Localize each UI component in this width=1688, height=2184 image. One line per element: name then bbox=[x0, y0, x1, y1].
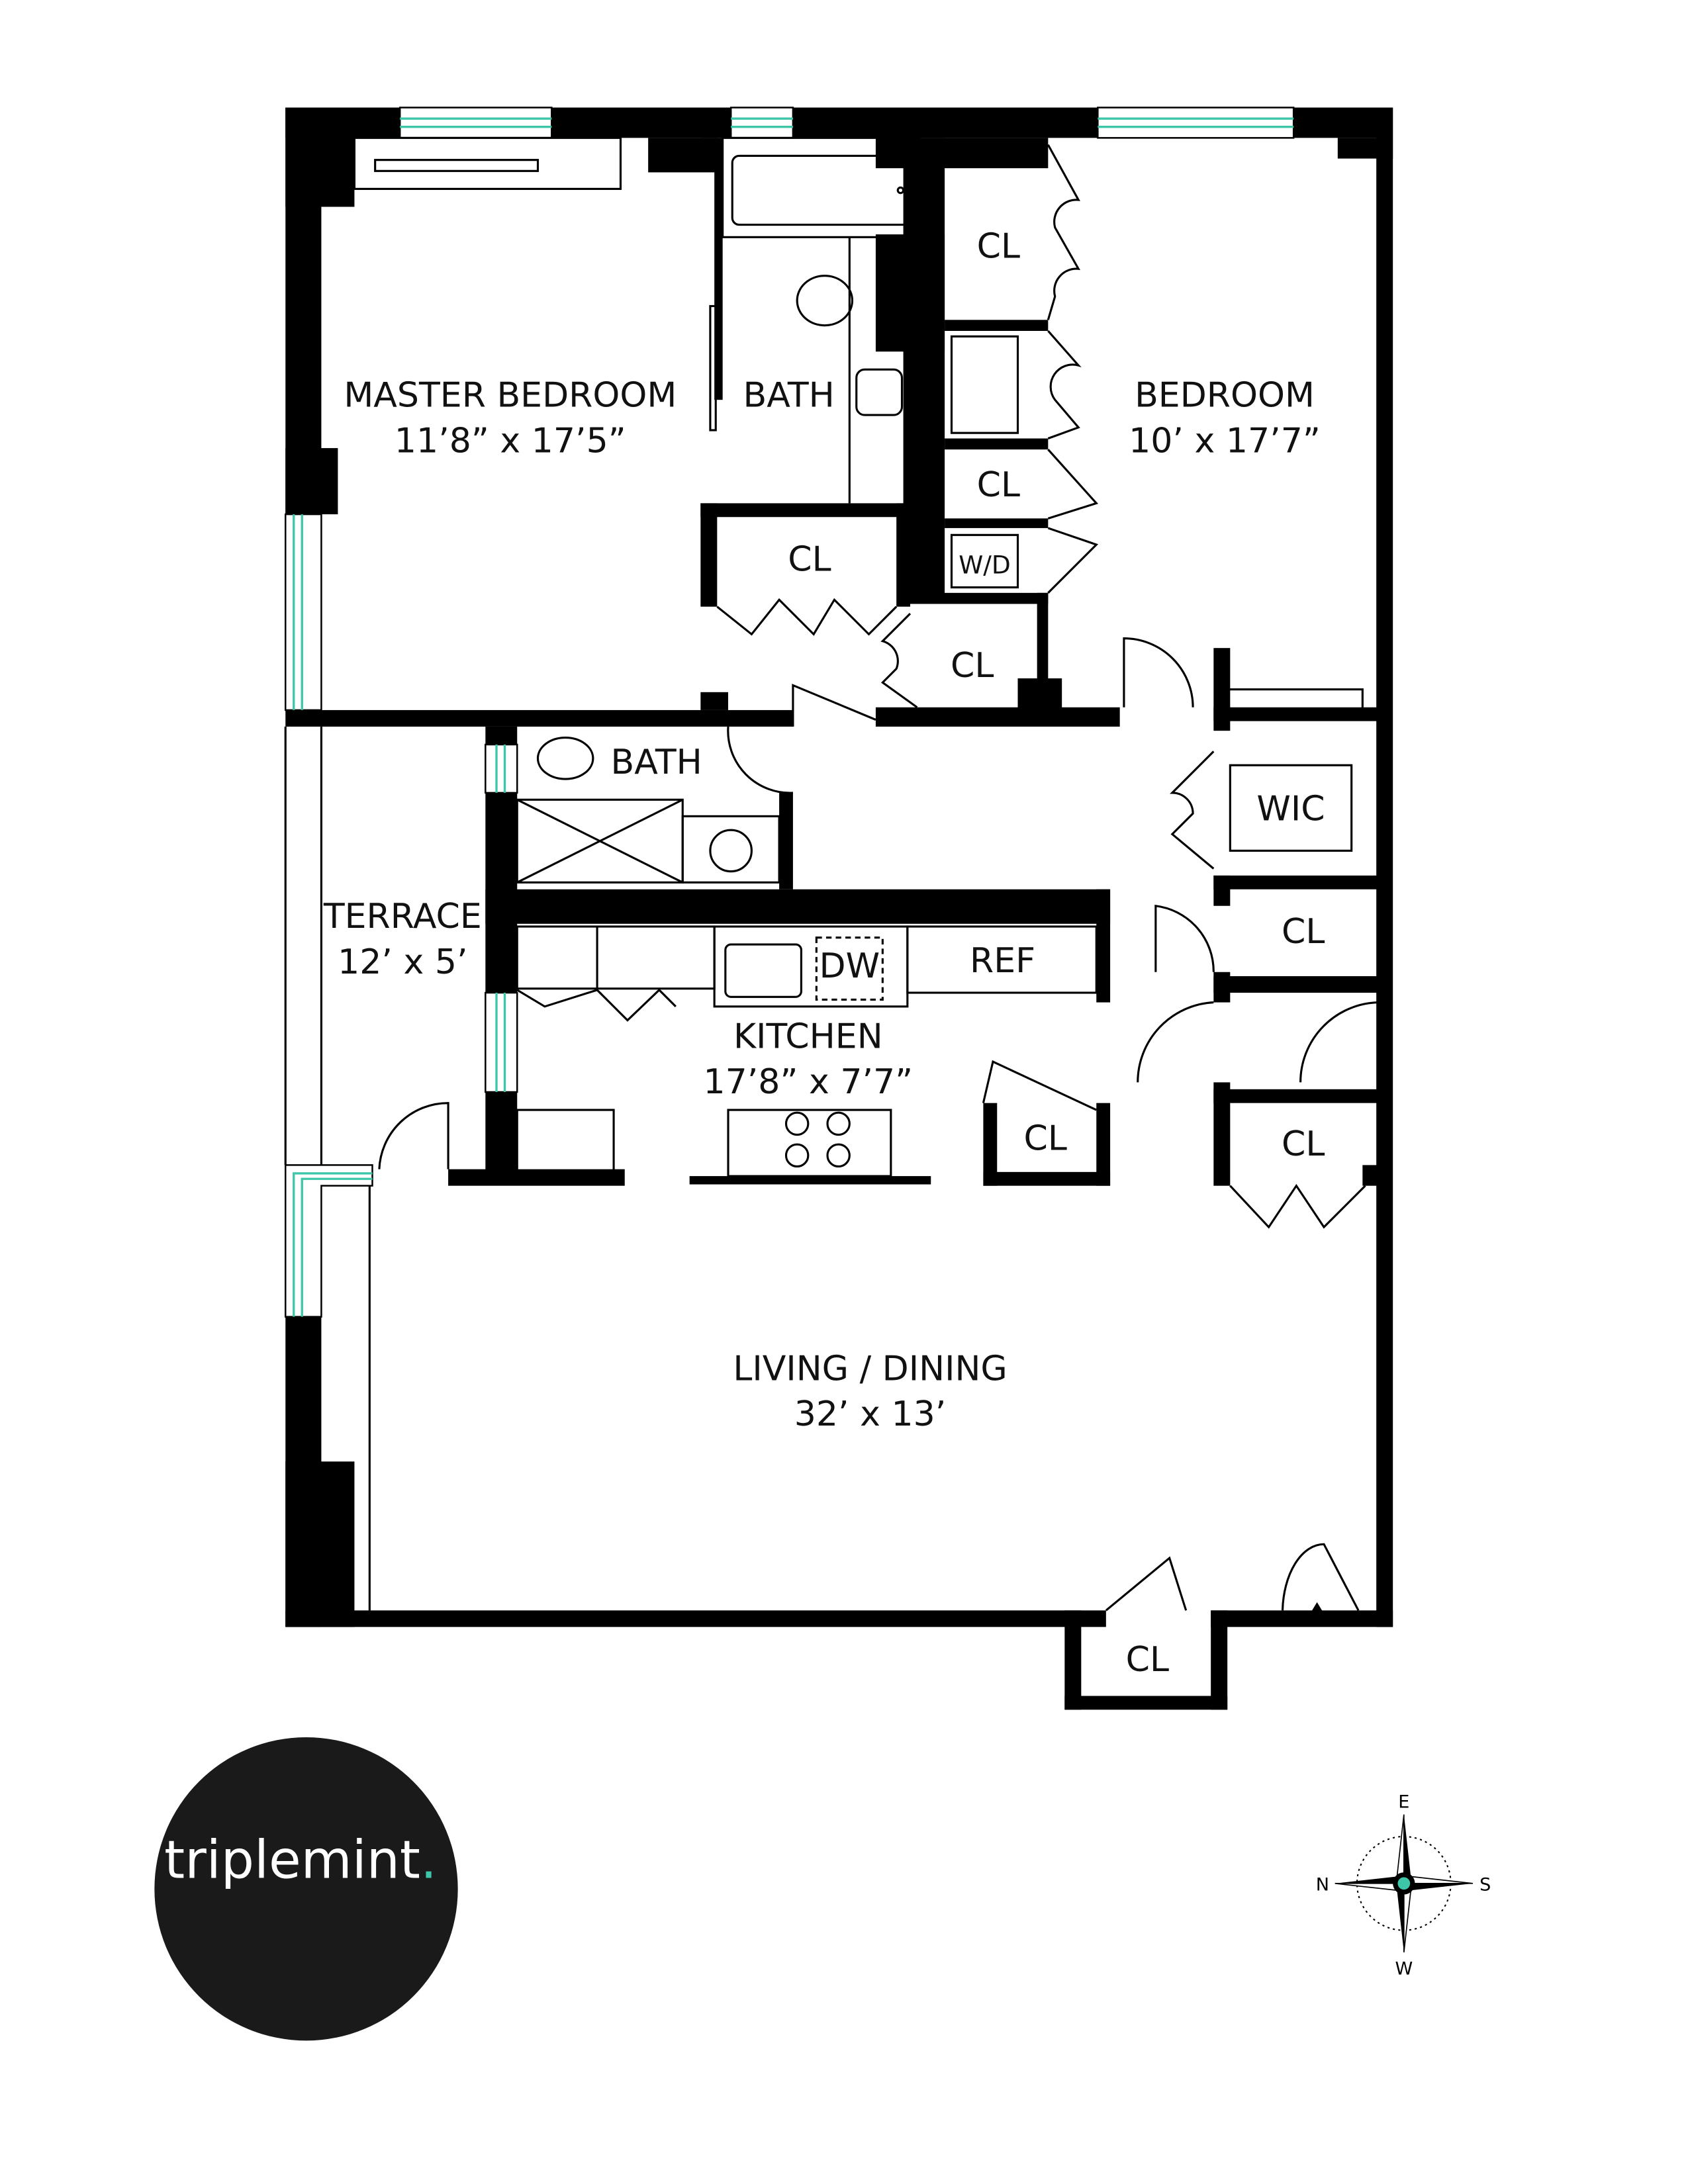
closet-label: CL bbox=[1126, 1640, 1169, 1680]
sink-icon bbox=[855, 368, 904, 416]
closet-label: CL bbox=[1282, 912, 1325, 952]
closet-label: CL bbox=[788, 539, 831, 579]
dishwasher-label: DW bbox=[820, 946, 880, 986]
room-dims-terrace: 12’ x 5’ bbox=[338, 942, 467, 982]
closet-label: CL bbox=[1282, 1124, 1325, 1164]
svg-text:triplemint.: triplemint. bbox=[164, 1830, 437, 1891]
room-name-bath-hall: BATH bbox=[611, 743, 702, 782]
closet-label: CL bbox=[1023, 1119, 1066, 1159]
room-name-bedroom: BEDROOM bbox=[1135, 376, 1315, 416]
fixtures bbox=[353, 136, 1364, 1611]
doors bbox=[378, 144, 1380, 1616]
logo-dot: . bbox=[420, 1830, 437, 1891]
windows bbox=[284, 107, 1295, 1318]
triplemint-logo: triplemint. bbox=[154, 1737, 458, 2041]
room-name-terrace: TERRACE bbox=[323, 897, 482, 936]
room-name-living-dining: LIVING / DINING bbox=[733, 1349, 1007, 1388]
compass-north: N bbox=[1316, 1874, 1329, 1895]
room-dims-living-dining: 32’ x 13’ bbox=[794, 1394, 947, 1434]
refrigerator-icon bbox=[906, 925, 1098, 994]
kitchen-sink-icon bbox=[724, 943, 802, 998]
dishwasher-icon bbox=[815, 936, 884, 1001]
stove-icon bbox=[727, 1109, 892, 1177]
room-dims-kitchen: 17’8” x 7’7” bbox=[703, 1062, 913, 1102]
room-labels: MASTER BEDROOM 11’8” x 17’5” BATH BEDROO… bbox=[323, 227, 1325, 1680]
toilet-icon bbox=[536, 737, 594, 780]
room-name-wic: WIC bbox=[1256, 790, 1325, 829]
closet-label: CL bbox=[977, 227, 1020, 267]
toilet-icon bbox=[796, 275, 854, 327]
washer-dryer-icon bbox=[950, 533, 1019, 589]
compass-icon: E W N S bbox=[1316, 1792, 1491, 1979]
compass-south: S bbox=[1479, 1874, 1491, 1895]
room-dims-bedroom: 10’ x 17’7” bbox=[1129, 421, 1321, 461]
room-name-bath-master: BATH bbox=[743, 376, 835, 416]
compass-west: W bbox=[1395, 1958, 1413, 1979]
logo-text: triplemint bbox=[164, 1830, 420, 1891]
washer-dryer-label: W/D bbox=[959, 551, 1011, 580]
closet-label: CL bbox=[951, 646, 994, 686]
refrigerator-label: REF bbox=[970, 941, 1035, 981]
room-name-kitchen: KITCHEN bbox=[733, 1017, 883, 1056]
closet-label: CL bbox=[977, 465, 1020, 505]
compass-east: E bbox=[1398, 1792, 1409, 1812]
room-dims-master-bedroom: 11’8” x 17’5” bbox=[395, 421, 626, 461]
room-name-master-bedroom: MASTER BEDROOM bbox=[344, 376, 677, 416]
